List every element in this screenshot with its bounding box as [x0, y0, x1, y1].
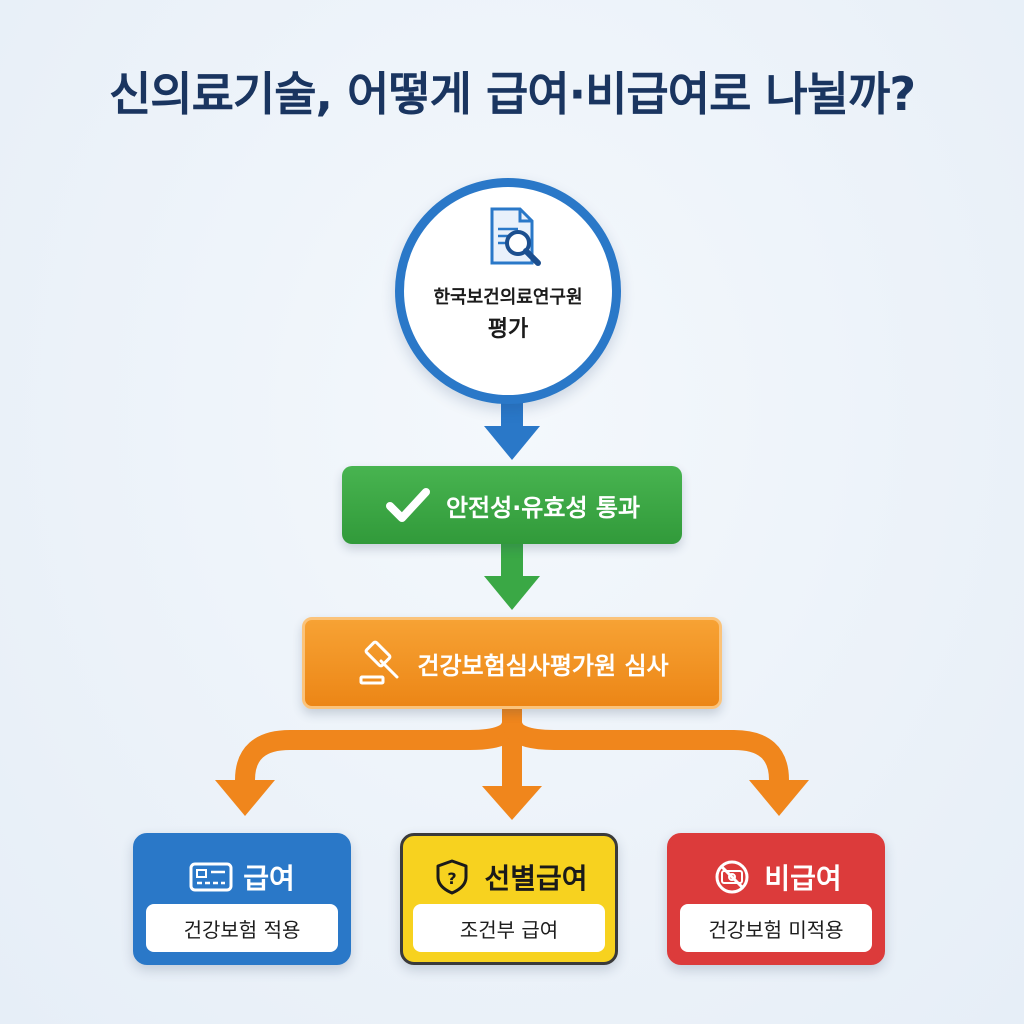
arrowhead-middle — [482, 786, 542, 820]
shield-question-icon: ? — [436, 859, 468, 895]
checkmark-icon — [385, 488, 430, 522]
outcome-selective-subtitle: 조건부 급여 — [413, 904, 605, 952]
step-safety-efficacy-label: 안전성·유효성 통과 — [445, 493, 641, 522]
step-hira-review-label: 건강보험심사평가원 심사 — [417, 651, 669, 680]
outcome-not-covered-subtitle: 건강보험 미적용 — [680, 904, 872, 952]
document-search-icon — [490, 207, 541, 266]
svg-text:?: ? — [448, 869, 457, 888]
outcome-covered-subtitle: 건강보험 적용 — [146, 904, 338, 952]
outcome-selective: ? 선별급여 조건부 급여 — [400, 833, 618, 965]
outcome-not-covered-title: 비급여 — [764, 862, 842, 895]
page-title: 신의료기술, 어떻게 급여·비급여로 나뉠까? — [108, 67, 916, 121]
arrowhead-right — [749, 780, 809, 816]
start-node-org: 한국보건의료연구원 — [433, 287, 583, 308]
step-safety-efficacy-pass: 안전성·유효성 통과 — [342, 466, 682, 544]
step-hira-review: 건강보험심사평가원 심사 — [302, 617, 722, 709]
outcome-selective-title: 선별급여 — [484, 862, 588, 895]
no-money-icon — [715, 860, 749, 894]
outcome-not-covered: 비급여 건강보험 미적용 — [667, 833, 885, 965]
start-node-evaluation: 한국보건의료연구원 평가 — [395, 178, 621, 404]
arrow-review-branches — [235, 706, 789, 790]
gavel-icon — [359, 640, 399, 685]
outcome-covered: 급여 건강보험 적용 — [133, 833, 351, 965]
arrowhead-left — [215, 780, 275, 816]
start-node-action: 평가 — [487, 317, 529, 342]
insurance-card-icon — [189, 862, 233, 892]
arrow-evaluation-to-pass — [484, 398, 540, 460]
outcome-covered-title: 급여 — [243, 862, 295, 895]
arrow-pass-to-review — [484, 542, 540, 610]
